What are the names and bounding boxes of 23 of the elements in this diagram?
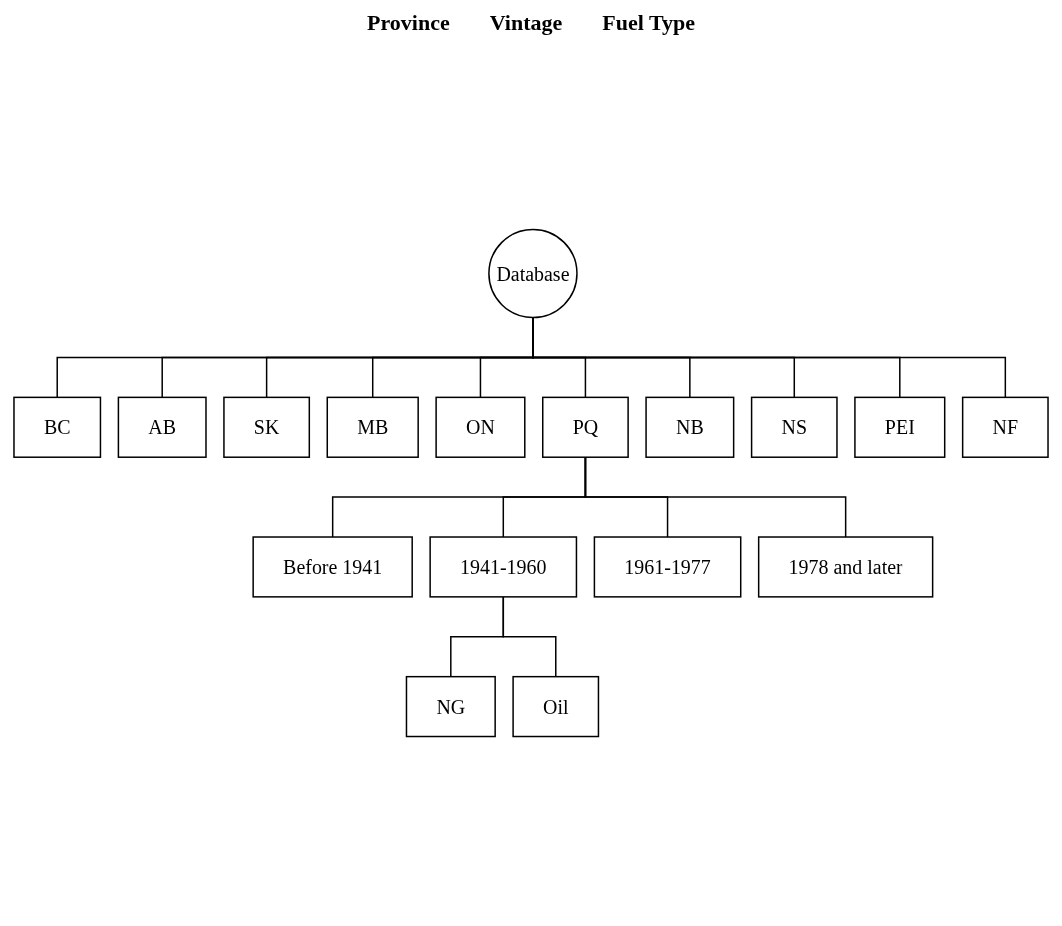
- node-box: 1978 and later: [757, 536, 934, 598]
- node-box: NF: [961, 396, 1049, 458]
- node-box: BC: [13, 396, 102, 458]
- node-circle: Database: [488, 228, 578, 319]
- connector: [584, 456, 847, 538]
- level-label: Vintage: [489, 10, 563, 36]
- node-box: PQ: [542, 396, 629, 458]
- node-box: MB: [326, 396, 419, 458]
- node-box: ON: [435, 396, 526, 458]
- node-box: 1941-1960: [429, 536, 578, 598]
- node-box: NB: [645, 396, 735, 458]
- node-box: NS: [750, 396, 838, 458]
- connector: [532, 316, 1007, 399]
- level-label: Fuel Type: [602, 10, 695, 36]
- connector: [502, 596, 557, 678]
- node-box: AB: [117, 396, 207, 458]
- level-label: Province: [367, 10, 450, 36]
- node-box: 1961-1977: [593, 536, 742, 598]
- node-box: Before 1941: [252, 536, 413, 598]
- node-box: NG: [405, 675, 496, 738]
- node-box: Oil: [512, 675, 600, 738]
- node-box: PEI: [854, 396, 946, 458]
- node-box: SK: [223, 396, 311, 458]
